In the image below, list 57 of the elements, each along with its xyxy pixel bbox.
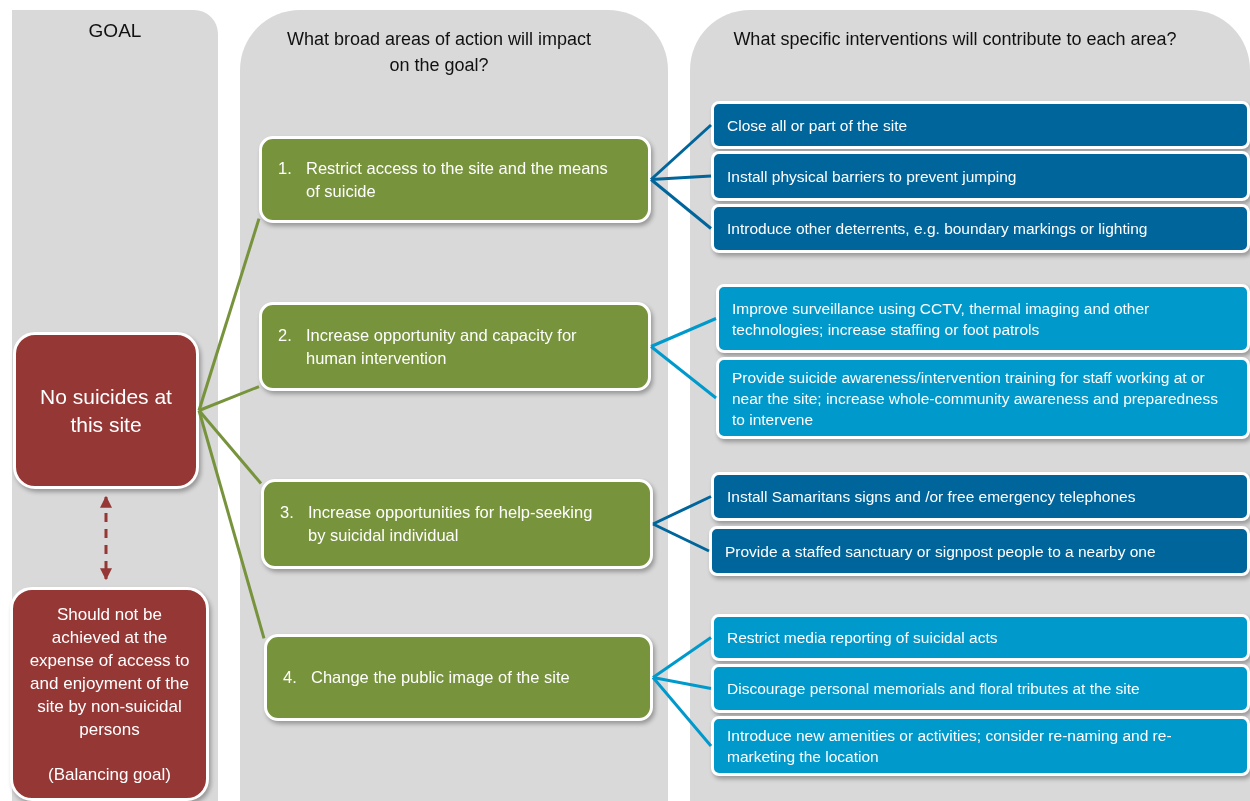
column-panel — [12, 10, 218, 801]
intervention-box — [711, 664, 1250, 713]
connector-line — [652, 495, 712, 526]
intervention-text: Discourage personal memorials and floral tributes at the site — [727, 679, 1140, 699]
connector-line — [650, 178, 712, 230]
intervention-text: Provide a staffed sanctuary or signpost people to a nearby one — [725, 541, 1156, 562]
intervention-box — [711, 472, 1250, 521]
connector-line — [652, 522, 710, 553]
action-area-box — [261, 479, 653, 569]
column-heading: What specific interventions will contribute to each area? — [732, 28, 1178, 51]
intervention-box — [711, 151, 1250, 201]
intervention-box — [716, 284, 1250, 353]
item-number: 3. — [280, 502, 295, 523]
goal-note: (Balancing goal) — [47, 763, 172, 786]
intervention-text: Improve surveillance using CCTV, thermal imaging and other technologies; increase staffing or foot patrols — [732, 298, 1151, 340]
goal-box — [10, 587, 209, 801]
connector-line — [650, 174, 712, 181]
intervention-text: Provide suicide awareness/intervention training for staff working at or near the site; increase whole-community awareness and preparedness to intervene — [732, 367, 1219, 430]
item-number: 4. — [283, 667, 298, 688]
action-area-box — [259, 136, 651, 223]
intervention-text: Introduce other deterrents, e.g. boundary markings or lighting — [727, 219, 1148, 239]
action-area-box — [264, 634, 653, 721]
column-panel — [240, 10, 668, 801]
intervention-box — [711, 614, 1250, 661]
intervention-box — [711, 101, 1250, 149]
item-number: 2. — [278, 324, 293, 346]
action-area-box — [259, 302, 651, 391]
connector-line — [650, 317, 717, 348]
intervention-box — [711, 716, 1250, 776]
column-panel — [690, 10, 1250, 801]
intervention-text: Install physical barriers to prevent jumping — [727, 166, 1017, 187]
action-area-text: Increase opportunity and capacity for human intervention — [306, 324, 578, 369]
goal-box — [13, 332, 199, 489]
item-number: 1. — [278, 157, 293, 179]
intervention-box — [709, 526, 1250, 576]
goal-text: No suicides at this site — [39, 383, 173, 438]
action-area-text: Restrict access to the site and the means of suicide — [306, 157, 608, 202]
intervention-box — [711, 204, 1250, 253]
intervention-box — [716, 357, 1250, 439]
column-heading: What broad areas of action will impact on the goal? — [285, 28, 593, 77]
connector-line — [650, 345, 717, 400]
action-area-text: Increase opportunities for help-seeking by suicidal individual — [308, 502, 594, 546]
connector-line — [197, 410, 266, 639]
goal-text: Should not be achieved at the expense of access to and enjoyment of the site by non-suicidal persons — [28, 603, 191, 741]
connector-line — [651, 676, 713, 747]
action-area-text: Change the public image of the site — [311, 667, 570, 688]
intervention-text: Install Samaritans signs and /or free emergency telephones — [727, 487, 1136, 507]
intervention-text: Close all or part of the site — [727, 115, 908, 136]
connector-line — [198, 385, 260, 412]
intervention-text: Restrict media reporting of suicidal acts — [727, 628, 998, 648]
connector-line — [652, 676, 712, 690]
connector-line — [652, 636, 712, 679]
connector-line — [650, 123, 712, 181]
intervention-text: Introduce new amenities or activities; consider re-naming and re-marketing the location — [727, 726, 1173, 767]
connector-line — [197, 218, 261, 411]
column-heading: GOAL — [87, 19, 143, 43]
arrow — [100, 495, 112, 581]
